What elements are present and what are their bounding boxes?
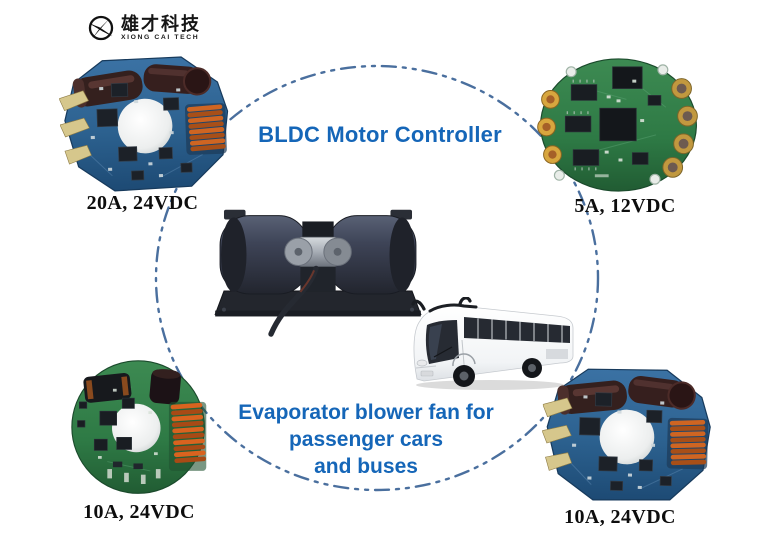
page-title: BLDC Motor Controller [258,122,502,147]
pcb-photo-bottom-left [70,358,210,498]
caption-line-2: passenger cars [288,428,444,451]
controller-label-top-left: 20A, 24VDC [86,192,199,214]
controller-label-bottom-right: 10A, 24VDC [564,506,676,528]
controller-label-bottom-left: 10A, 24VDC [83,501,195,523]
logo-chinese-name: 雄才科技 [121,13,201,34]
company-logo: 雄才科技 XIONG CAI TECH [86,13,201,43]
blower-fan-photo [209,196,427,338]
pcb-photo-top-right [536,56,702,194]
xiongcai-x-logo-icon [88,15,114,41]
caption-line-3: and buses [314,455,418,478]
caption-line-1: Evaporator blower fan for [238,401,494,424]
logo-text: 雄才科技 XIONG CAI TECH [121,13,201,42]
pcb-photo-top-left [58,52,235,196]
logo-english-name: XIONG CAI TECH [121,33,200,41]
product-caption: Evaporator blower fan for passenger cars… [216,399,516,480]
pcb-photo-bottom-right [540,360,716,510]
controller-label-top-right: 5A, 12VDC [574,195,676,217]
